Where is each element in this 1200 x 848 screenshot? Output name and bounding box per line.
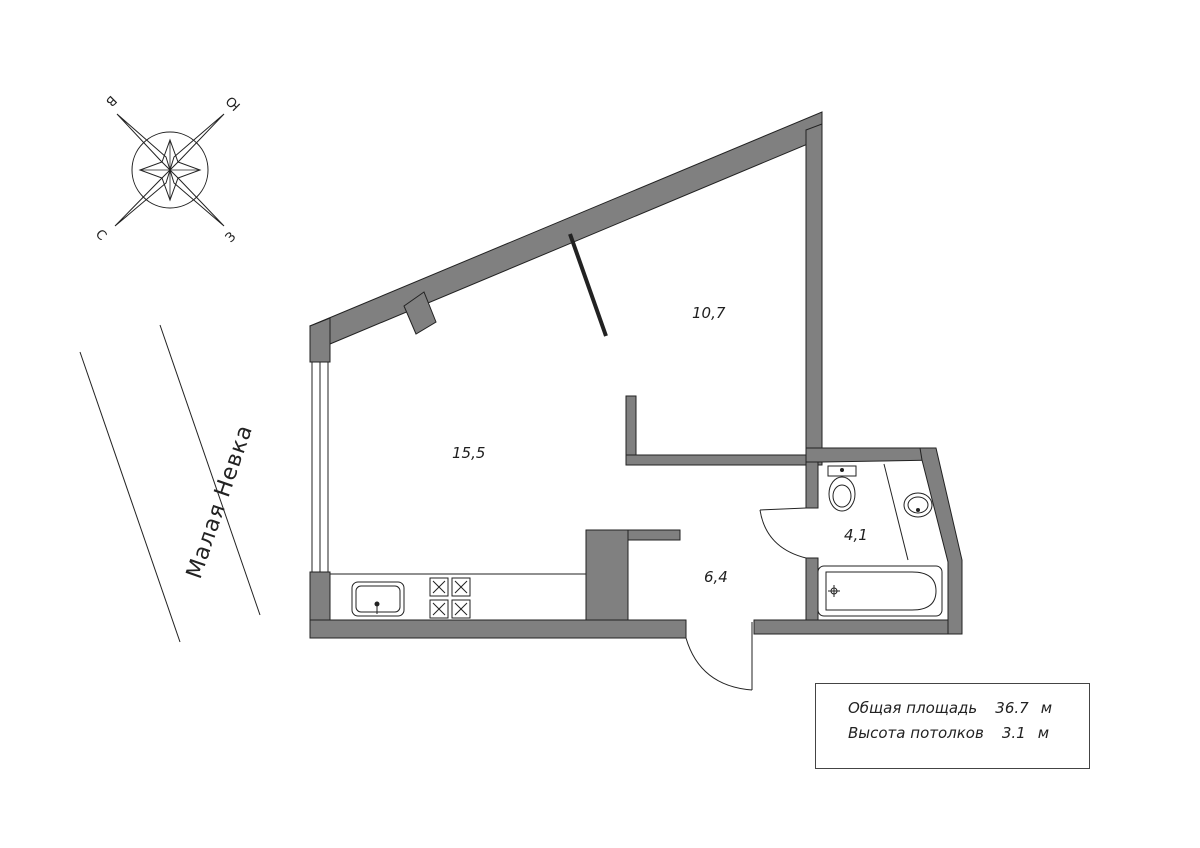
compass-rose: В Ю С З [92, 92, 244, 246]
stove-burner-3 [429, 599, 449, 619]
compass-circle [131, 131, 209, 209]
washbasin-inner [907, 496, 929, 514]
ceiling-height-unit: м [1037, 724, 1050, 742]
info-ceiling-height: Высота потолков 3.1 м [848, 721, 1089, 746]
stove-burner-2 [451, 577, 471, 597]
stove-burner-1-mark [432, 580, 446, 594]
info-total-area: Общая площадь 36.7 м [848, 696, 1089, 721]
wall-bath-left-top [805, 461, 819, 509]
wall-bottom-left [309, 619, 687, 639]
bathtub-inner [825, 571, 937, 611]
wall-bottom-right [753, 619, 963, 635]
kitchen-counter [330, 573, 586, 619]
stove-burner-3-mark [432, 602, 446, 616]
entrance-door-arc [685, 637, 753, 691]
toilet-bowl [828, 476, 856, 512]
river-label: Малая Невка [182, 422, 258, 582]
walls [309, 111, 963, 639]
bathroom-door-arc [759, 509, 807, 559]
wall-partition-bedroom-vertical [625, 395, 637, 461]
washbasin-drain-icon [916, 508, 920, 512]
wall-top-diagonal [309, 111, 823, 345]
compass-letter-east: В [102, 92, 119, 109]
room-area-bedroom: 10,7 [692, 304, 726, 322]
compass-ray-north [114, 169, 171, 227]
room-area-bathroom: 4,1 [844, 526, 868, 544]
river: Малая Невка [79, 324, 261, 643]
stove-burner-4-mark [454, 602, 468, 616]
compass-letter-south: Ю [223, 93, 244, 114]
wall-right [805, 123, 823, 449]
stove-burner-1 [429, 577, 449, 597]
river-bank-right [159, 324, 261, 616]
room-area-hall: 6,4 [704, 568, 728, 586]
bathtub-drain-icon [828, 585, 840, 597]
kitchen-sink-inner [355, 585, 401, 613]
wall-column [403, 291, 437, 335]
wall-partition-bedroom-horizontal [625, 454, 823, 466]
window-left [311, 361, 329, 573]
kitchen-sink [351, 581, 405, 617]
toilet-bowl-inner [832, 484, 852, 508]
bedroom-door-leaf [568, 233, 608, 337]
toilet-tank-button-icon [840, 468, 844, 472]
toilet-tank [827, 465, 857, 477]
total-area-value: 36.7 [995, 699, 1029, 717]
compass-ray-west-top [169, 113, 225, 171]
river-bank-left [79, 351, 181, 643]
stove-icon [429, 577, 471, 619]
total-area-unit: м [1040, 699, 1053, 717]
wall-partition-hall [585, 529, 629, 621]
wall-bath-top [805, 447, 939, 463]
compass-ray-east [116, 113, 171, 171]
compass-ray-south [169, 169, 225, 227]
wall-left-top [309, 317, 331, 363]
wall-partition-hall-stub [627, 529, 681, 541]
ceiling-height-value: 3.1 [1001, 724, 1026, 742]
stove-burner-4 [451, 599, 471, 619]
room-area-living: 15,5 [452, 444, 485, 462]
room-labels: 15,5 10,7 6,4 4,1 [452, 304, 868, 586]
compass-letter-north: С [92, 227, 109, 244]
ceiling-height-label: Высота потолков [848, 724, 984, 742]
compass-letter-west: З [223, 229, 240, 246]
info-box: Общая площадь 36.7 м Высота потолков 3.1 м [815, 683, 1090, 769]
bathroom-door-leaf [759, 507, 807, 511]
bath-wall-divider [883, 463, 909, 561]
entrance-door [685, 622, 753, 691]
wall-bath-right [919, 447, 963, 635]
stove-burner-2-mark [454, 580, 468, 594]
bathroom-fixtures [817, 463, 943, 617]
bathroom-door [759, 507, 807, 559]
bathtub [817, 565, 943, 617]
washbasin [903, 492, 933, 518]
wall-bath-left-bottom [805, 557, 819, 621]
total-area-label: Общая площадь [848, 699, 978, 717]
